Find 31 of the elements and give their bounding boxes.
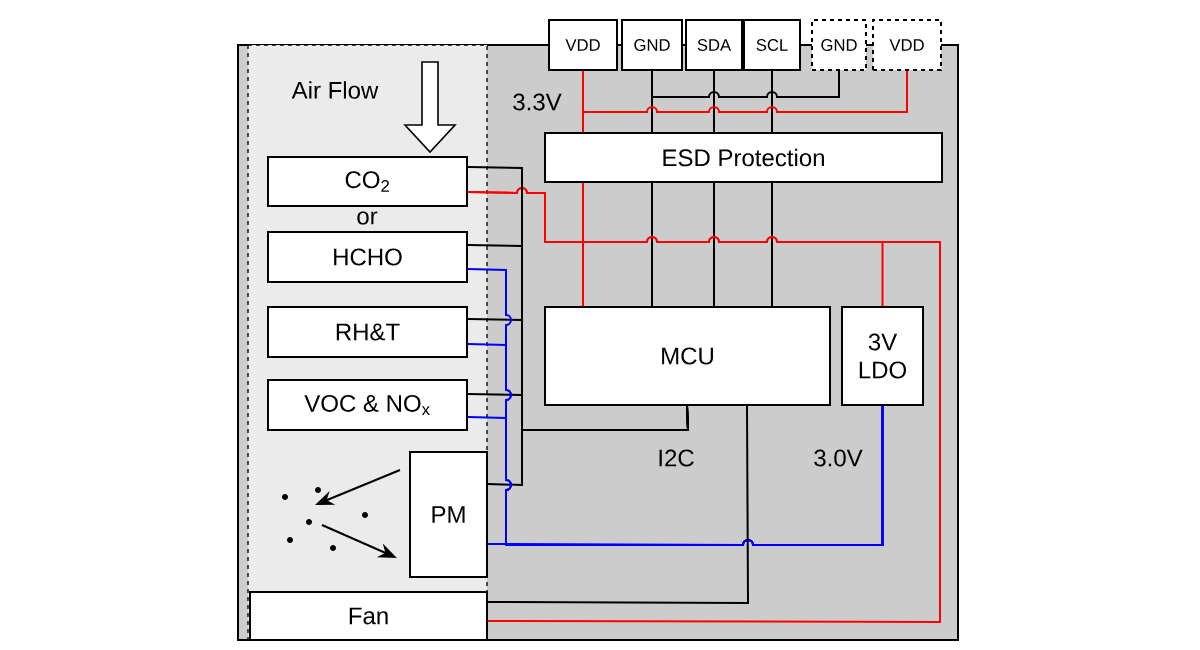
pin-box: GND xyxy=(811,19,867,71)
pin-box: GND xyxy=(621,19,683,71)
sensor-box: RH&T xyxy=(267,306,468,358)
wire xyxy=(487,405,749,604)
wire xyxy=(651,182,653,307)
label-text: or xyxy=(357,211,378,225)
wire xyxy=(771,182,773,307)
label-text: 3.0V xyxy=(814,449,863,467)
wire xyxy=(651,70,840,133)
sensor-box: PM xyxy=(409,451,488,578)
label-text: 3.3V xyxy=(513,93,562,111)
sensor-box: CO$_{2}$ xyxy=(267,156,468,207)
process-box: ESD Protection xyxy=(544,132,943,183)
sensor-box: VOC & NO$_{x}$ xyxy=(267,379,468,431)
pin-box: SDA xyxy=(685,19,743,71)
label-text: I2C xyxy=(659,449,694,467)
wire xyxy=(713,70,715,133)
wire xyxy=(771,70,773,133)
pin-box: SCL xyxy=(743,19,801,71)
label-text: Air Flow xyxy=(291,81,379,99)
fan-box: Fan xyxy=(249,591,488,641)
pin-box: VDD xyxy=(872,19,942,71)
sensor-box: HCHO xyxy=(267,231,468,283)
wire xyxy=(582,70,908,133)
wire xyxy=(487,405,690,487)
process-box: 3V LDO xyxy=(841,306,924,406)
wire xyxy=(582,182,584,307)
pin-box: VDD xyxy=(548,19,618,71)
wire xyxy=(467,187,884,307)
process-box: MCU xyxy=(544,306,831,406)
wire xyxy=(713,182,715,307)
